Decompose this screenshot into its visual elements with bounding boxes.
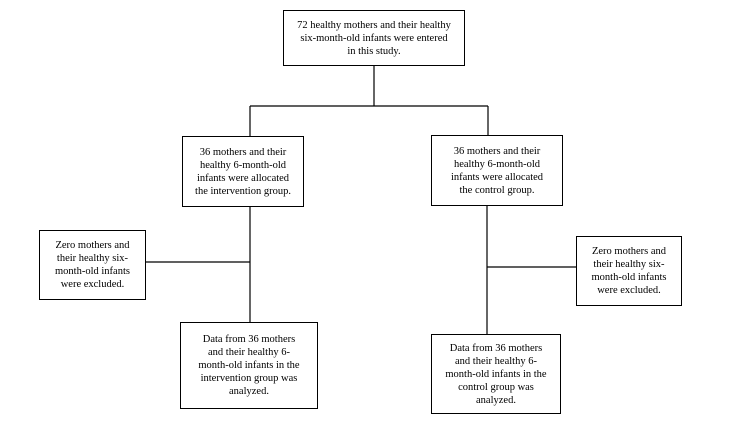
intervention-allocation-box: 36 mothers and their healthy 6-month-old… xyxy=(182,136,304,207)
control-excluded-text: Zero mothers and their healthy six- mont… xyxy=(591,246,667,296)
control-analyzed-text: Data from 36 mothers and their healthy 6… xyxy=(445,342,547,406)
intervention-allocation-text: 36 mothers and their healthy 6-month-old… xyxy=(195,146,291,197)
intervention-analyzed-box: Data from 36 mothers and their healthy 6… xyxy=(180,322,318,409)
control-allocation-text: 36 mothers and their healthy 6-month-old… xyxy=(450,145,544,196)
intervention-excluded-text: Zero mothers and their healthy six- mont… xyxy=(55,240,130,290)
control-excluded-box: Zero mothers and their healthy six- mont… xyxy=(576,236,682,306)
intervention-excluded-box: Zero mothers and their healthy six- mont… xyxy=(39,230,146,300)
enrolled-text: 72 healthy mothers and their healthy six… xyxy=(297,19,451,57)
control-analyzed-box: Data from 36 mothers and their healthy 6… xyxy=(431,334,561,414)
enrolled-box: 72 healthy mothers and their healthy six… xyxy=(283,10,465,66)
control-allocation-box: 36 mothers and their healthy 6-month-old… xyxy=(431,135,563,206)
intervention-analyzed-text: Data from 36 mothers and their healthy 6… xyxy=(198,334,300,397)
